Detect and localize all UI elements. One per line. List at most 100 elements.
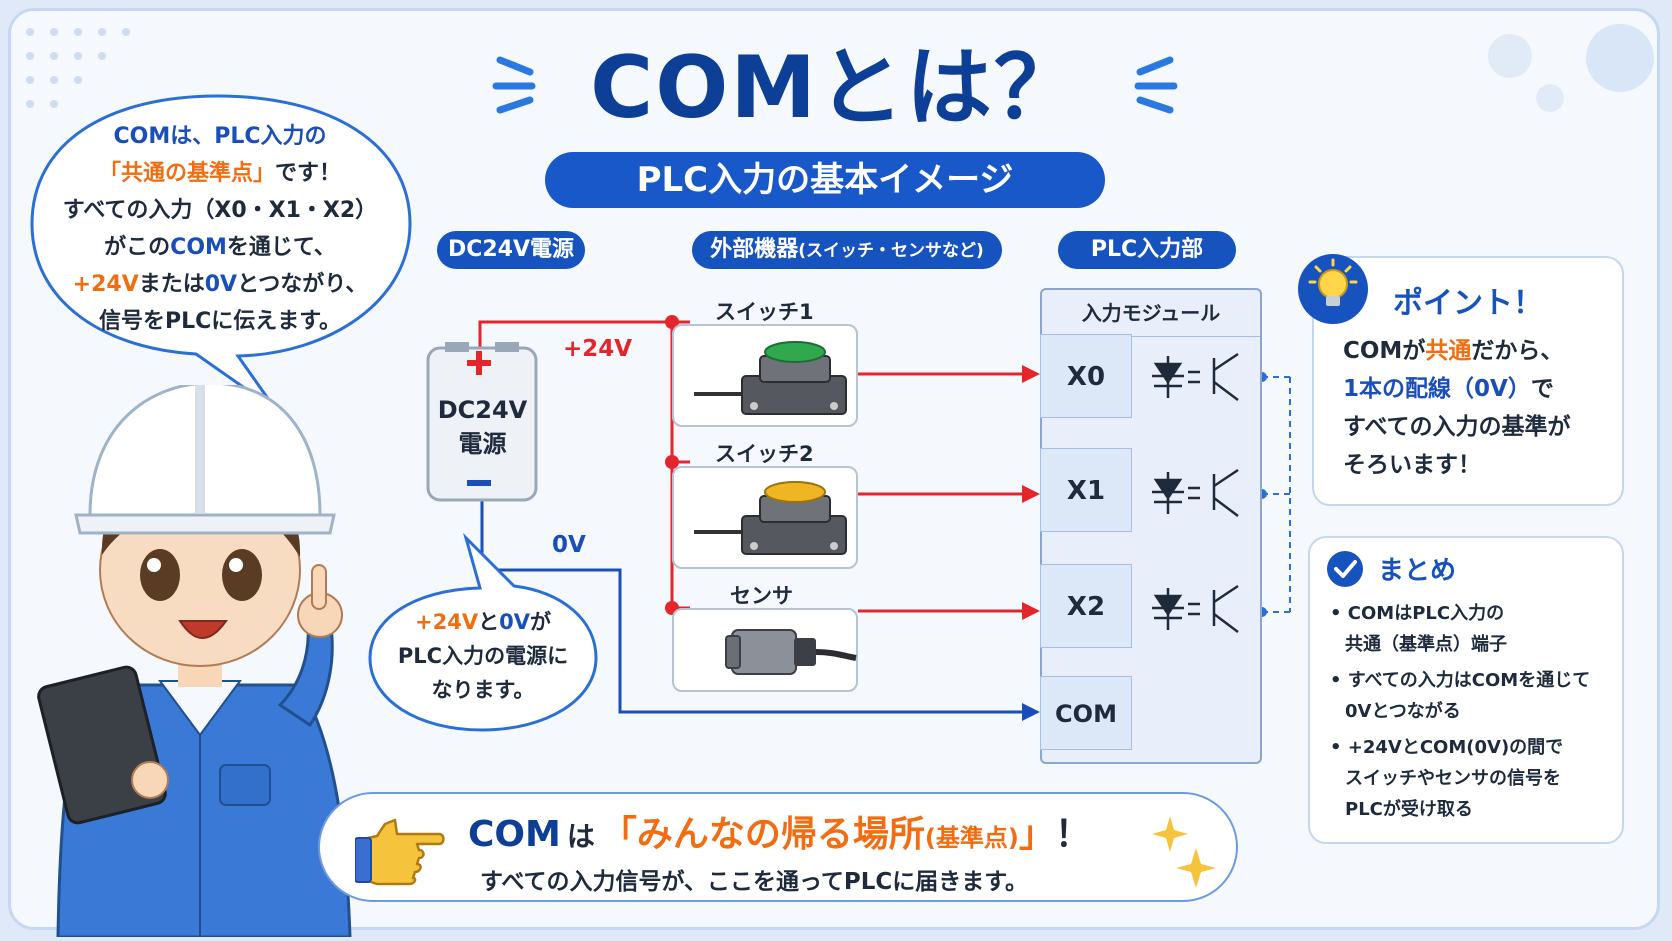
input-x0: X0	[1040, 334, 1132, 418]
small-bubble-line-3: なります。	[431, 678, 535, 702]
arrow-x0-icon	[1022, 365, 1040, 383]
input-com: COM	[1040, 676, 1132, 750]
module-header: 入力モジュール	[1042, 290, 1260, 337]
wire-plus24v-main	[478, 320, 672, 355]
switch2-card	[672, 466, 858, 569]
summary-item-2: • すべての入力はCOMを通じて 0Vとつながる	[1330, 665, 1620, 727]
summary-item-2-line-2: 0Vとつながる	[1345, 701, 1461, 722]
dot-pattern-decoration	[26, 28, 130, 108]
bottom-subline: すべての入力信号が、ここを通ってPLCに届きます。	[480, 869, 1028, 895]
bubble-gakono: がこの	[104, 235, 171, 260]
switch1-label: スイッチ1	[715, 300, 814, 324]
summary-item-3-line-1: +24VとCOM(0V)の間で	[1347, 737, 1564, 758]
bubble-line-4: がこのCOMを通じて、	[40, 229, 400, 266]
bottom-highlight-c: 」	[1018, 814, 1055, 855]
sensor-label: センサ	[730, 584, 793, 608]
speech-bubble-text: COMは、PLC入力の 「共通の基準点」です！ すべての入力（X0・X1・X2）…	[40, 118, 400, 340]
bubble-line-1: COMは、PLC入力の	[40, 118, 400, 155]
summary-item-1-line-2: 共通（基準点）端子	[1345, 634, 1507, 655]
pointing-hand-icon	[355, 818, 445, 886]
sensor-card	[672, 608, 858, 692]
point-line-1: COMが共通だから、	[1343, 332, 1613, 370]
bottom-highlight-b: (基準点)	[924, 824, 1019, 852]
point-line-3: すべての入力の基準が	[1343, 414, 1571, 440]
small-bubble-ga: が	[529, 610, 551, 634]
lightbulb-icon	[1298, 254, 1368, 324]
small-bubble-0v: 0V	[499, 610, 530, 634]
bubble-0v: 0V	[204, 272, 238, 297]
bubble-common-ref: 「共通の基準点」	[98, 161, 275, 186]
bottom-highlight-a: 「みんなの帰る場所	[600, 814, 925, 855]
bottom-com-word: COM	[468, 814, 561, 855]
photocoupler-x2-icon	[1152, 584, 1239, 633]
push-button-yellow-icon	[694, 481, 847, 555]
bubble-wotsujite: を通じて、	[226, 235, 336, 260]
bubble-line-5: +24Vまたは0Vとつながり、	[40, 266, 400, 303]
summary-title: まとめ	[1378, 556, 1457, 586]
bubble-line-6: 信号をPLCに伝えます。	[98, 309, 342, 334]
power-supply-label: DC24V 電源	[425, 393, 540, 461]
header-devices-main: 外部機器	[710, 237, 799, 262]
bubble-decoration	[1488, 24, 1654, 112]
arrow-x1-icon	[1022, 485, 1040, 503]
small-bubble-to: と	[478, 610, 500, 634]
small-bubble-text: +24Vと0Vが PLC入力の電源に なります。	[370, 605, 596, 707]
bubble-line-3: すべての入力（X0・X1・X2）	[62, 198, 378, 223]
bubble-line-2: 「共通の基準点」です！	[40, 155, 400, 192]
summary-card	[1308, 536, 1624, 844]
point-line-2: 1本の配線（0V）で	[1343, 370, 1613, 408]
input-x1: X1	[1040, 448, 1132, 532]
summary-item-2-line-1: すべての入力はCOMを通じて	[1347, 670, 1591, 691]
speech-bubble-shape	[30, 94, 412, 412]
summary-item-3-line-3: PLCが受け取る	[1345, 799, 1473, 820]
switch1-card	[672, 324, 858, 427]
header-external-devices: 外部機器(スイッチ・センサなど)	[692, 231, 1002, 269]
point-line-4: そろいます！	[1343, 452, 1481, 478]
bottom-wa: は	[566, 820, 595, 853]
summary-item-3: • +24VとCOM(0V)の間で スイッチやセンサの信号を PLCが受け取る	[1330, 732, 1620, 825]
bubble-mataha: または	[138, 272, 205, 297]
worker-character-illustration	[37, 385, 352, 937]
header-devices-sub: (スイッチ・センサなど)	[798, 241, 984, 261]
arrow-com-icon	[1022, 703, 1040, 721]
bubble-plc-input: PLC入力の	[214, 124, 327, 149]
title-accent-right	[1134, 56, 1178, 114]
small-bubble-24v: +24V	[415, 610, 479, 634]
subtitle-banner: PLC入力の基本イメージ	[545, 152, 1105, 208]
push-button-green-icon	[694, 341, 847, 415]
junction-dot-2	[665, 455, 679, 469]
small-bubble-shape	[368, 532, 598, 732]
point-kyoutsu: 共通	[1425, 338, 1472, 364]
proximity-sensor-icon	[725, 629, 857, 675]
arrow-x2-icon	[1022, 602, 1040, 620]
bottom-exclamation: ！	[1054, 814, 1091, 855]
bubble-com-word-2: COM	[170, 235, 227, 260]
point-body: COMが共通だから、 1本の配線（0V）で すべての入力の基準が そろいます！	[1343, 332, 1613, 484]
small-bubble-line-1: +24Vと0Vが	[370, 605, 596, 639]
photocoupler-x0-icon	[1152, 352, 1239, 401]
power-label-dengen: 電源	[458, 430, 507, 458]
bubble-plus24v: +24V	[72, 272, 139, 297]
switch2-label: スイッチ2	[715, 442, 814, 466]
point-dakara: だから、	[1471, 338, 1564, 364]
photocoupler-x1-icon	[1152, 468, 1239, 517]
zero-v-label: 0V	[552, 532, 586, 558]
point-com-ga: COMが	[1343, 338, 1426, 364]
bubble-com-word: COMは、	[113, 124, 215, 149]
wire-0v	[480, 500, 1030, 714]
power-label-dc24v: DC24V	[437, 396, 528, 424]
page-title: COMとは？	[590, 38, 1082, 138]
summary-item-1-line-1: COMはPLC入力の	[1347, 603, 1505, 624]
plus24v-label: +24V	[563, 336, 633, 362]
header-power-supply: DC24V電源	[437, 231, 585, 269]
point-one-wire: 1本の配線（0V）	[1343, 376, 1531, 402]
bubble-totsunagari: とつながり、	[237, 272, 368, 297]
summary-item-3-line-2: スイッチやセンサの信号を	[1345, 768, 1561, 789]
small-bubble-line-2: PLC入力の電源に	[397, 644, 569, 668]
check-circle-icon	[1327, 551, 1363, 587]
title-accent-left	[492, 56, 536, 114]
header-plc-input: PLC入力部	[1058, 231, 1236, 269]
input-x2: X2	[1040, 564, 1132, 648]
bubble-desu: です！	[275, 161, 342, 186]
